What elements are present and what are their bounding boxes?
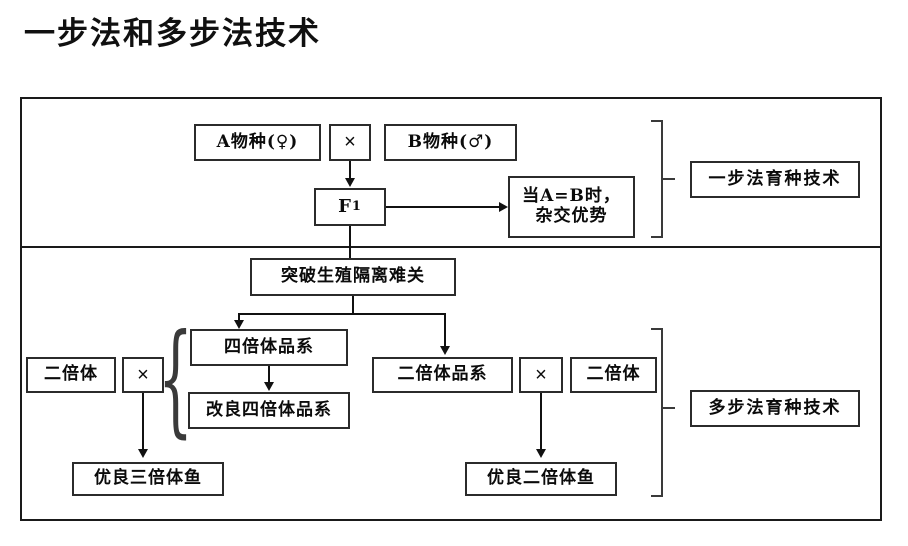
f1-label: F [338, 195, 352, 217]
arrowhead-cross-to-f1 [345, 178, 355, 187]
box-breakthrough[interactable]: 突破生殖隔离难关 [250, 258, 456, 296]
section-divider [20, 246, 882, 248]
box-heterosis[interactable]: 当A=B时， 杂交优势 [508, 176, 635, 238]
bracket-stub-multi-step [661, 407, 675, 409]
box-cross-right[interactable]: × [519, 357, 563, 393]
connector-f1-to-heterosis [386, 206, 499, 208]
box-cross-left[interactable]: × [122, 357, 164, 393]
connector-tetraploid-to-improved [268, 366, 270, 384]
connector-to-tetraploid [238, 313, 240, 323]
arrowhead-cross-left-to-triploid [138, 449, 148, 458]
box-improved-tetraploid-line[interactable]: 改良四倍体品系 [188, 392, 350, 429]
box-cross-top[interactable]: × [329, 124, 371, 161]
box-superior-triploid-fish[interactable]: 优良三倍体鱼 [72, 462, 224, 496]
arrowhead-cross-right-to-diploid-fish [536, 449, 546, 458]
box-species-b[interactable]: B物种(♂) [384, 124, 517, 161]
connector-breakthrough-stem [352, 296, 354, 315]
arrowhead-to-diploid-line [440, 346, 450, 355]
page-title: 一步法和多步法技术 [24, 16, 321, 52]
f1-subscript: 1 [351, 198, 362, 214]
box-superior-diploid-fish[interactable]: 优良二倍体鱼 [465, 462, 617, 496]
connector-cross-right-to-diploid-fish [540, 393, 542, 451]
connector-f1-to-breakthrough [349, 226, 351, 259]
label-multi-step-breeding[interactable]: 多步法育种技术 [690, 390, 860, 427]
box-diploid-line[interactable]: 二倍体品系 [372, 357, 513, 393]
connector-breakthrough-split [238, 313, 446, 315]
connector-to-diploid-line [444, 313, 446, 349]
label-one-step-breeding[interactable]: 一步法育种技术 [690, 161, 860, 198]
connector-cross-left-to-triploid [142, 393, 144, 451]
arrowhead-tetraploid-to-improved [264, 382, 274, 391]
box-diploid-left[interactable]: 二倍体 [26, 357, 116, 393]
arrowhead-f1-to-heterosis [499, 202, 508, 212]
bracket-stub-one-step [661, 178, 675, 180]
box-species-a[interactable]: A物种(♀) [194, 124, 321, 161]
connector-cross-to-f1 [349, 161, 351, 180]
box-diploid-right[interactable]: 二倍体 [570, 357, 657, 393]
bracket-multi-step [651, 328, 663, 497]
arrowhead-to-tetraploid [234, 320, 244, 329]
box-tetraploid-line[interactable]: 四倍体品系 [190, 329, 348, 366]
